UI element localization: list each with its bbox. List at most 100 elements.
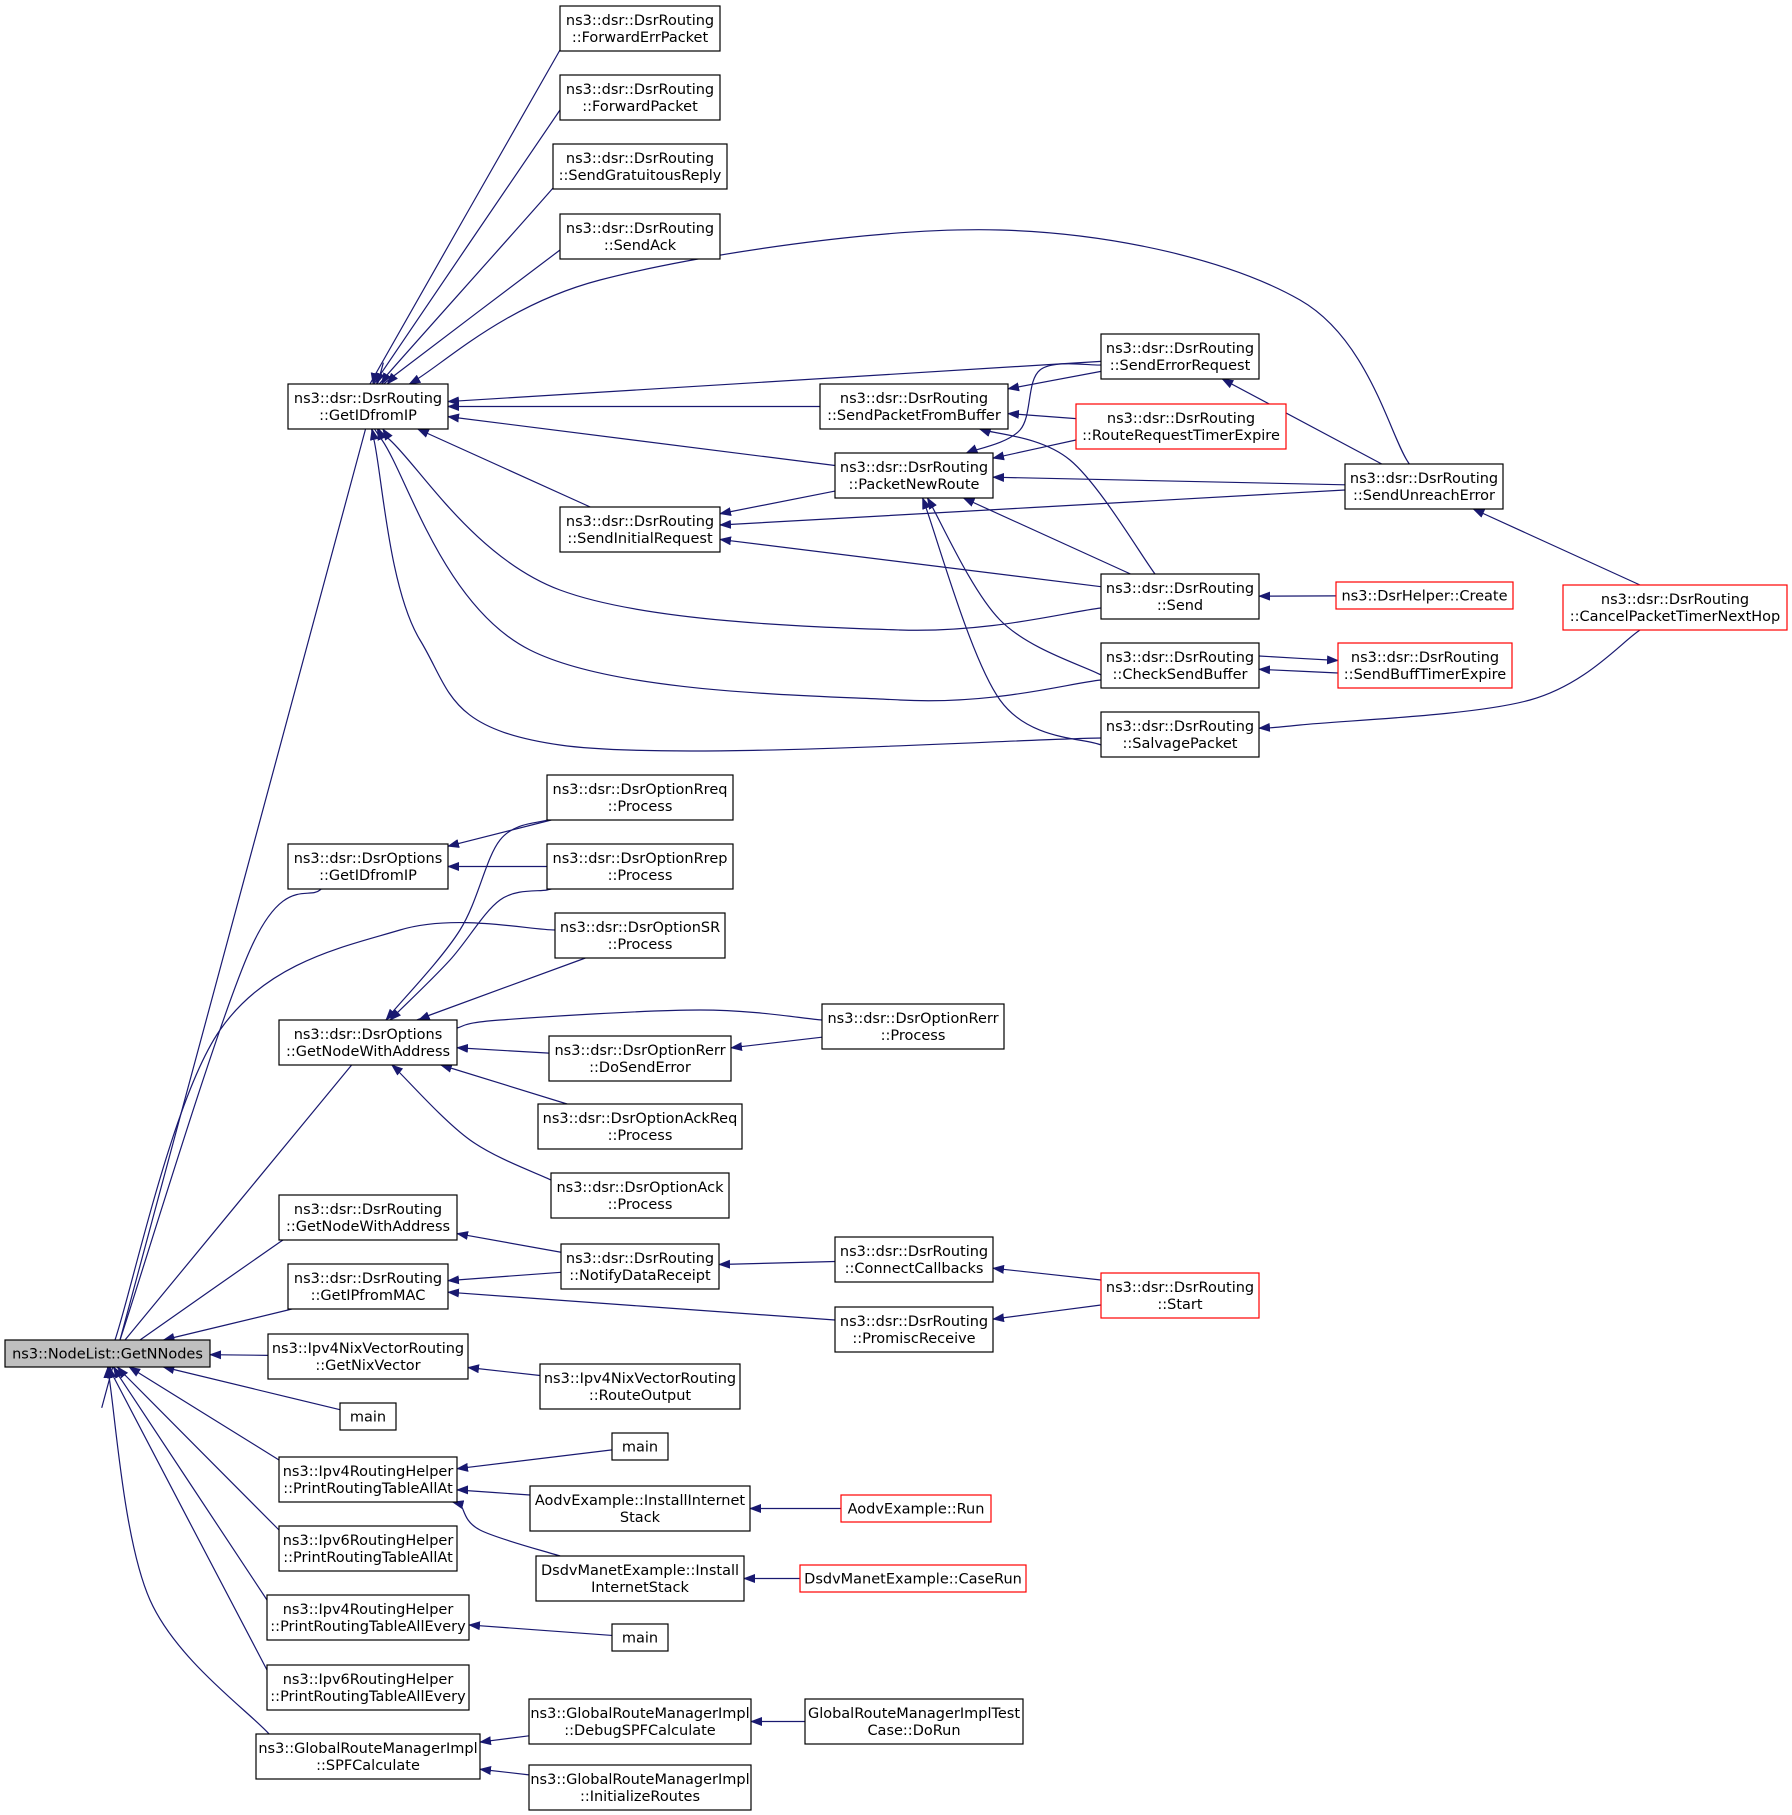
call-edge-ackproc-to-opt_getnode (387, 1061, 558, 1184)
graph-node-v6every[interactable]: ns3::Ipv6RoutingHelper::PrintRoutingTabl… (266, 1664, 470, 1711)
graph-node-aodvrun[interactable]: AodvExample::Run (840, 1494, 992, 1523)
call-edge-srproc-to-opt_getnode (414, 954, 594, 1022)
node-box (559, 213, 721, 260)
node-box (1075, 403, 1287, 450)
graph-node-v6allat[interactable]: ns3::Ipv6RoutingHelper::PrintRoutingTabl… (278, 1525, 458, 1572)
node-label-line: ns3::DsrHelper::Create (1341, 589, 1507, 605)
graph-node-main2[interactable]: main (611, 1432, 669, 1461)
graph-node-sendpfb[interactable]: ns3::dsr::DsrRouting::SendPacketFromBuff… (819, 383, 1009, 430)
graph-node-buftimer[interactable]: ns3::dsr::DsrRouting::SendBuffTimerExpir… (1337, 642, 1513, 689)
graph-node-sendunreach[interactable]: ns3::dsr::DsrRouting::SendUnreachError (1344, 463, 1504, 510)
graph-node-spf[interactable]: ns3::GlobalRouteManagerImpl::SPFCalculat… (255, 1733, 481, 1780)
call-edge-rreqtimer-to-pktnew (992, 438, 1083, 461)
node-label-line: ns3::dsr::DsrRouting (294, 1271, 442, 1287)
graph-node-gratuit[interactable]: ns3::dsr::DsrRouting::SendGratuitousRepl… (552, 143, 728, 190)
graph-node-rt_getnode[interactable]: ns3::dsr::DsrRouting::GetNodeWithAddress (278, 1194, 458, 1241)
graph-node-rt_getid[interactable]: ns3::dsr::DsrRouting::GetIDfromIP (287, 383, 449, 430)
node-box (559, 5, 721, 52)
graph-node-rt_getipmac[interactable]: ns3::dsr::DsrRouting::GetIPfromMAC (287, 1263, 449, 1310)
graph-node-rreqtimer[interactable]: ns3::dsr::DsrRouting::RouteRequestTimerE… (1075, 403, 1287, 450)
call-edge-connectcb-to-notify (718, 1259, 836, 1269)
graph-node-opt_getnode[interactable]: ns3::dsr::DsrOptions::GetNodeWithAddress (278, 1019, 458, 1066)
node-label-line: ns3::dsr::DsrOptionAck (556, 1180, 724, 1196)
graph-node-v4every[interactable]: ns3::Ipv4RoutingHelper::PrintRoutingTabl… (266, 1594, 470, 1641)
node-box (819, 383, 1009, 430)
node-box (1100, 642, 1260, 689)
call-edge-sendunreach-to-rt_getid (408, 229, 1417, 476)
call-edge-rreqtimer-to-sendpfb (1007, 409, 1077, 420)
call-edge-senderrreq-to-rt_getid (447, 360, 1102, 406)
node-label-line: ::GetIDfromIP (319, 868, 417, 884)
node-box (1344, 463, 1504, 510)
node-label-line: ::SendUnreachError (1353, 488, 1495, 504)
graph-node-salvage[interactable]: ns3::dsr::DsrRouting::SalvagePacket (1100, 711, 1260, 758)
graph-node-send[interactable]: ns3::dsr::DsrRouting::Send (1100, 573, 1260, 620)
graph-node-ackproc[interactable]: ns3::dsr::DsrOptionAck::Process (550, 1172, 730, 1219)
graph-node-v4allat[interactable]: ns3::Ipv4RoutingHelper::PrintRoutingTabl… (278, 1456, 458, 1503)
call-edge-nixroute-to-nixget (467, 1364, 541, 1377)
node-label-line: ::PacketNewRoute (849, 477, 980, 493)
graph-node-initroutes[interactable]: ns3::GlobalRouteManagerImpl::InitializeR… (528, 1764, 752, 1811)
graph-node-pktnew[interactable]: ns3::dsr::DsrRouting::PacketNewRoute (834, 452, 994, 499)
call-edge-nixget-to-root (209, 1350, 269, 1360)
graph-node-rerrdosend[interactable]: ns3::dsr::DsrOptionRerr::DoSendError (548, 1035, 732, 1082)
node-label-line: ns3::dsr::DsrRouting (840, 391, 988, 407)
call-edge-v6allat-to-root (106, 1356, 292, 1543)
node-box (804, 1698, 1024, 1745)
graph-node-nixroute[interactable]: ns3::Ipv4NixVectorRouting::RouteOutput (539, 1363, 741, 1410)
graph-node-nixget[interactable]: ns3::Ipv4NixVectorRouting::GetNixVector (267, 1333, 469, 1380)
node-label-line: ::ForwardPacket (582, 99, 698, 115)
node-label-line: ns3::dsr::DsrRouting (840, 1244, 988, 1260)
graph-node-opt_getid[interactable]: ns3::dsr::DsrOptions::GetIDfromIP (287, 843, 449, 890)
graph-node-dsdvrun[interactable]: DsdvManetExample::CaseRun (799, 1564, 1027, 1593)
call-edge-rt_getnode-to-root (128, 1233, 294, 1350)
call-edge-sendinit-to-rt_getid (416, 428, 591, 508)
node-label-line: ns3::dsr::DsrOptionRerr (554, 1043, 725, 1059)
graph-node-main3[interactable]: main (611, 1623, 669, 1652)
graph-node-cancelpkt[interactable]: ns3::dsr::DsrRouting::CancelPacketTimerN… (1562, 584, 1788, 631)
graph-node-notify[interactable]: ns3::dsr::DsrRouting::NotifyDataReceipt (560, 1243, 720, 1290)
call-edge-checksend-to-pktnew (926, 497, 1109, 680)
graph-node-dsrstart[interactable]: ns3::dsr::DsrRouting::Start (1100, 1272, 1260, 1319)
graph-node-sendinit[interactable]: ns3::dsr::DsrRouting::SendInitialRequest (559, 506, 721, 553)
node-label-line: ns3::dsr::DsrRouting (566, 82, 714, 98)
node-label-line: ::GetIDfromIP (319, 408, 417, 424)
node-label-line: ::CancelPacketTimerNextHop (1570, 609, 1781, 625)
graph-node-rreqproc[interactable]: ns3::dsr::DsrOptionRreq::Process (546, 774, 734, 821)
graph-node-checksend[interactable]: ns3::dsr::DsrRouting::CheckSendBuffer (1100, 642, 1260, 689)
graph-node-sendack[interactable]: ns3::dsr::DsrRouting::SendAck (559, 213, 721, 260)
node-label-line: ::ConnectCallbacks (845, 1261, 984, 1277)
node-label-line: Stack (620, 1510, 661, 1526)
call-edge-gratuit-to-rt_getid (371, 165, 572, 394)
node-label-line: ::SendBuffTimerExpire (1344, 667, 1506, 683)
graph-node-ackreqproc[interactable]: ns3::dsr::DsrOptionAckReq::Process (537, 1103, 743, 1150)
graph-node-fwderr[interactable]: ns3::dsr::DsrRouting::ForwardErrPacket (559, 5, 721, 52)
graph-node-fwdpkt[interactable]: ns3::dsr::DsrRouting::ForwardPacket (559, 74, 721, 121)
node-label-line: ns3::dsr::DsrRouting (566, 514, 714, 530)
node-box (266, 1594, 470, 1641)
graph-node-main1[interactable]: main (339, 1402, 397, 1431)
graph-node-promisc[interactable]: ns3::dsr::DsrRouting::PromiscReceive (834, 1306, 994, 1353)
call-edge-rreqproc-to-opt_getid (447, 819, 552, 848)
graph-node-helpercreate[interactable]: ns3::DsrHelper::Create (1335, 581, 1514, 610)
graph-node-connectcb[interactable]: ns3::dsr::DsrRouting::ConnectCallbacks (834, 1236, 994, 1283)
node-label-line: ::Process (608, 799, 673, 815)
node-label-line: ns3::Ipv4RoutingHelper (283, 1464, 454, 1480)
node-box (537, 1103, 743, 1150)
graph-node-srproc[interactable]: ns3::dsr::DsrOptionSR::Process (554, 912, 726, 959)
node-box (611, 1432, 669, 1461)
node-label-line: AodvExample::InstallInternet (535, 1493, 746, 1509)
graph-node-rrepproc[interactable]: ns3::dsr::DsrOptionRrep::Process (546, 843, 734, 890)
node-box (559, 506, 721, 553)
graph-node-senderrreq[interactable]: ns3::dsr::DsrRouting::SendErrorRequest (1100, 333, 1260, 380)
node-label-line: ns3::Ipv6RoutingHelper (283, 1672, 454, 1688)
graph-node-debugspf[interactable]: ns3::GlobalRouteManagerImpl::DebugSPFCal… (528, 1698, 752, 1745)
node-label-line: ::PrintRoutingTableAllEvery (270, 1619, 466, 1635)
node-label-line: ::DoSendError (589, 1060, 691, 1076)
node-label-line: InternetStack (591, 1580, 689, 1596)
node-label-line: ::CheckSendBuffer (1113, 667, 1248, 683)
graph-node-rerrproc[interactable]: ns3::dsr::DsrOptionRerr::Process (821, 1003, 1005, 1050)
